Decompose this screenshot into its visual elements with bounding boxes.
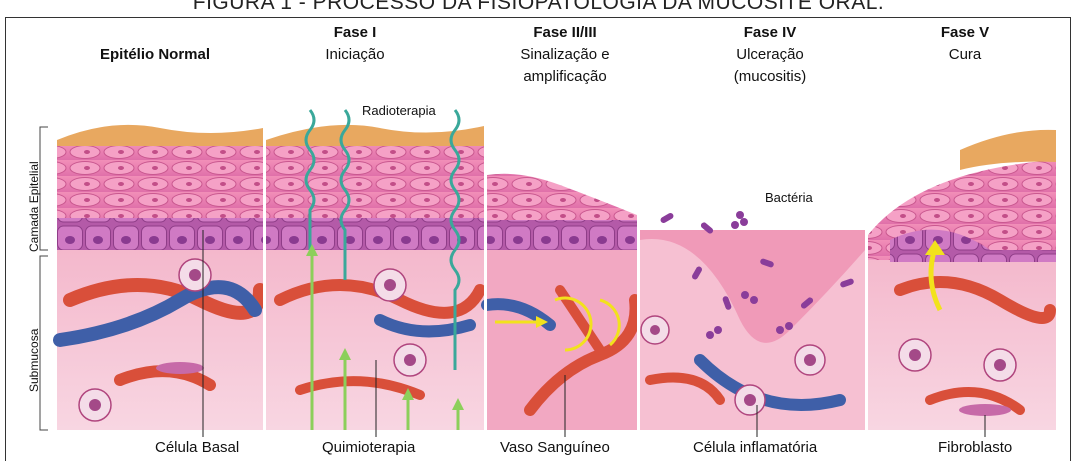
phase-name: Fase V — [880, 22, 1050, 44]
submucosa-label: Submucosa — [27, 329, 41, 392]
panel-phase-2-3 — [487, 174, 637, 437]
phase-subtitle: Iniciação — [270, 44, 440, 66]
basal-cell-label: Célula Basal — [155, 439, 239, 456]
bacteria-label: Bactéria — [765, 190, 813, 205]
phase-header-2-3: Fase II/III Sinalização e amplificação — [480, 22, 650, 88]
phase-subtitle: Sinalização e amplificação — [480, 44, 650, 88]
panel-phase-1 — [266, 110, 484, 437]
inflammatory-cell-label: Célula inflamatória — [693, 439, 817, 456]
panel-phase-4 — [640, 211, 865, 437]
phase-header-5: Fase V Cura — [880, 22, 1050, 66]
phase-header-4: Fase IV Ulceração (mucositis) — [685, 22, 855, 88]
blood-vessel-label: Vaso Sanguíneo — [500, 439, 610, 456]
panel-normal — [57, 125, 263, 437]
phase-name: Epitélio Normal — [70, 44, 240, 66]
phase-name: Fase IV — [685, 22, 855, 44]
fibroblast-label: Fibroblasto — [938, 439, 1012, 456]
side-brackets — [40, 127, 48, 430]
phase-subtitle: Cura — [880, 44, 1050, 66]
phase-name: Fase I — [270, 22, 440, 44]
epithelial-layer-label: Camada Epitelial — [27, 161, 41, 252]
phase-header-normal: Epitélio Normal — [70, 44, 240, 66]
phase-header-1: Fase I Iniciação — [270, 22, 440, 66]
phase-name: Fase II/III — [480, 22, 650, 44]
chemotherapy-label: Quimioterapia — [322, 439, 415, 456]
phase-subtitle: Ulceração (mucositis) — [685, 44, 855, 88]
radiotherapy-label: Radioterapia — [362, 103, 436, 118]
panel-phase-5 — [868, 130, 1056, 437]
